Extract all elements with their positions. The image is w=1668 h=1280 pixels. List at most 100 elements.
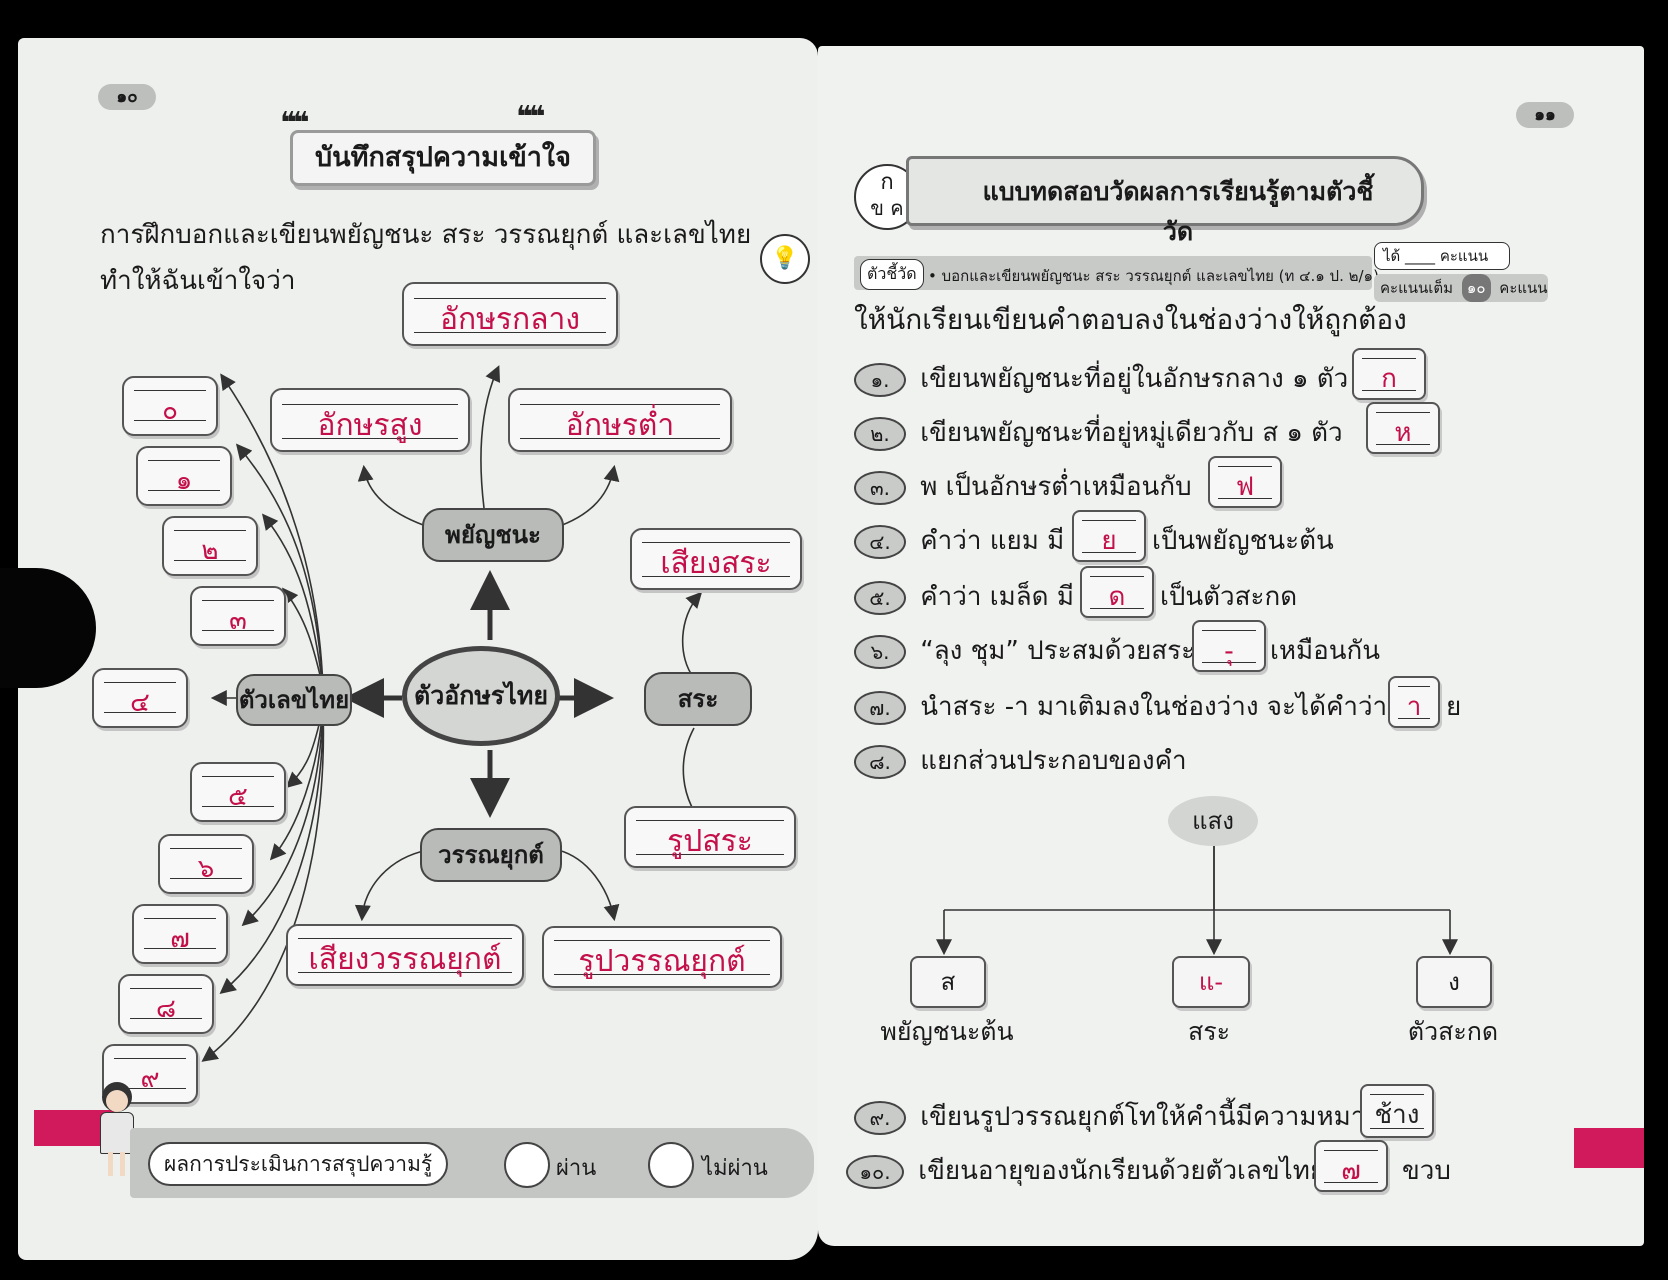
numeral-box-1: ๑: [136, 446, 232, 506]
answer-box-vowel-sound: เสียงสระ: [630, 528, 802, 590]
question-3: ๓. พ เป็นอักษรต่ำเหมือนกับ: [854, 466, 1192, 507]
tone-node: วรรณยุกต์: [420, 828, 562, 882]
test-banner-title: แบบทดสอบวัดผลการเรียนรู้ตามตัวชี้วัด: [982, 177, 1374, 246]
question-4: ๔. คำว่า แยม มี: [854, 520, 1064, 561]
question-7-suffix: ย: [1446, 692, 1462, 722]
question-4-answer-box[interactable]: ย: [1072, 510, 1146, 562]
question-1-text: เขียนพยัญชนะที่อยู่ในอักษรกลาง ๑ ตัว: [920, 364, 1349, 394]
question-3-answer-box[interactable]: ฟ: [1208, 456, 1282, 508]
numeral-box-9: ๙: [102, 1044, 198, 1104]
question-9-number: ๙.: [854, 1100, 906, 1135]
question-1-number: ๑.: [854, 362, 906, 397]
question-7: ๗. นำสระ -า มาเติมลงในช่องว่าง จะได้คำว่…: [854, 686, 1411, 727]
consonant-node: พยัญชนะ: [422, 508, 564, 562]
question-4-text: คำว่า แยม มี: [920, 526, 1065, 556]
pass-label: ผ่าน: [556, 1156, 597, 1181]
tree-label-consonant: พยัญชนะต้น: [880, 1017, 1014, 1046]
tree-word-node: แสง: [1168, 796, 1258, 846]
word-tree-connectors: [936, 846, 1458, 956]
score-full-bar: คะแนนเต็ม ๑๐ คะแนน: [1374, 274, 1548, 302]
answer-box-tone-form: รูปวรรณยุกต์: [542, 926, 782, 988]
indicator-text: • บอกและเขียนพยัญชนะ สระ วรรณยุกต์ และเล…: [928, 267, 1379, 285]
question-10-text: เขียนอายุของนักเรียนด้วยตัวเลขไทย: [918, 1156, 1326, 1186]
question-10-answer-box[interactable]: ๗: [1314, 1140, 1388, 1192]
instruction-text: ให้นักเรียนเขียนคำตอบลงในช่องว่างให้ถูกต…: [854, 303, 1407, 336]
question-9: ๙. เขียนรูปวรรณยุกต์โทให้คำนี้มีความหมาย: [854, 1096, 1381, 1137]
question-8-text: แยกส่วนประกอบของคำ: [920, 746, 1187, 776]
numeral-box-4: ๔: [92, 668, 188, 728]
summary-banner-title: บันทึกสรุปความเข้าใจ: [290, 130, 596, 186]
fail-checkbox[interactable]: [648, 1142, 694, 1188]
numeral-box-5: ๕: [190, 762, 286, 822]
question-6: ๖. “ลุง ชุม” ประสมด้วยสระ: [854, 630, 1195, 671]
question-8: ๘. แยกส่วนประกอบของคำ: [854, 740, 1187, 781]
question-4-suffix: เป็นพยัญชนะต้น: [1152, 526, 1334, 556]
question-4-number: ๔.: [854, 524, 906, 559]
answer-box-low-class: อักษรต่ำ: [508, 388, 732, 452]
vowel-node: สระ: [644, 672, 752, 726]
answer-box-vowel-form: รูปสระ: [624, 806, 796, 868]
evaluation-label: ผลการประเมินการสรุปความรู้: [148, 1142, 449, 1186]
question-6-suffix: เหมือนกัน: [1270, 636, 1381, 666]
numeral-box-6: ๖: [158, 834, 254, 894]
tree-part-vowel[interactable]: แ-: [1172, 956, 1250, 1008]
numeral-box-7: ๗: [132, 904, 228, 964]
question-6-text: “ลุง ชุม” ประสมด้วยสระ: [920, 636, 1196, 666]
right-page-pink-tab: [1574, 1128, 1644, 1168]
lightbulb-icon: 💡: [760, 234, 810, 284]
right-page: ๑๑ ก ข ค แบบทดสอบวัดผลการเรียนรู้ตามตัวช…: [818, 46, 1644, 1246]
score-full-value: ๑๐: [1461, 274, 1491, 302]
question-6-number: ๖.: [854, 634, 906, 669]
question-7-number: ๗.: [854, 690, 906, 725]
question-5-suffix: เป็นตัวสะกด: [1160, 582, 1298, 612]
answer-box-tone-sound: เสียงวรรณยุกต์: [286, 924, 524, 986]
numeral-box-2: ๒: [162, 516, 258, 576]
question-5: ๕. คำว่า เมล็ด มี: [854, 576, 1074, 617]
indicator-bar: [854, 256, 1372, 290]
tree-label-vowel: สระ: [1187, 1017, 1231, 1046]
question-10-number: ๑๐.: [846, 1154, 904, 1189]
numeral-box-0: ๐: [122, 376, 218, 436]
question-8-number: ๘.: [854, 744, 906, 779]
question-10-suffix: ขวบ: [1402, 1156, 1451, 1186]
score-got-box: ได้ ____ คะแนน: [1374, 242, 1510, 270]
pass-checkbox[interactable]: [504, 1142, 550, 1188]
question-7-answer-box[interactable]: า: [1388, 676, 1440, 728]
question-6-answer-box[interactable]: -ุ: [1192, 620, 1266, 672]
thai-letters-center-node: ตัวอักษรไทย: [402, 646, 560, 746]
question-1-answer-box[interactable]: ก: [1352, 348, 1426, 400]
question-2-answer-box[interactable]: ห: [1366, 402, 1440, 454]
question-5-text: คำว่า เมล็ด มี: [920, 582, 1074, 612]
answer-box-high-class: อักษรสูง: [270, 388, 470, 452]
tree-label-final: ตัวสะกด: [1407, 1017, 1499, 1046]
binder-clip: [0, 568, 96, 688]
question-2: ๒. เขียนพยัญชนะที่อยู่หมู่เดียวกับ ส ๑ ต…: [854, 412, 1343, 453]
question-5-number: ๕.: [854, 580, 906, 615]
question-9-answer-box[interactable]: ช้าง: [1360, 1084, 1434, 1138]
question-7-text: นำสระ -า มาเติมลงในช่องว่าง จะได้คำว่า อ: [920, 692, 1412, 722]
numeral-box-8: ๘: [118, 974, 214, 1034]
question-3-number: ๓.: [854, 470, 906, 505]
left-page-number: ๑๐: [98, 84, 156, 110]
left-page: ๑๐ ❛❛❛❛ ❛❛❛❛ บันทึกสรุปความเข้าใจ การฝึก…: [18, 38, 818, 1260]
question-2-number: ๒.: [854, 416, 906, 451]
numeral-node: ตัวเลขไทย: [236, 674, 352, 726]
question-9-text: เขียนรูปวรรณยุกต์โทให้คำนี้มีความหมาย: [920, 1102, 1381, 1132]
score-full-label: คะแนนเต็ม: [1380, 279, 1454, 297]
answer-box-middle-class: อักษรกลาง: [402, 282, 618, 346]
scroll-banner: [906, 156, 1424, 226]
quote-marks-right-icon: ❛❛❛❛: [516, 100, 546, 135]
intro-line-1: การฝึกบอกและเขียนพยัญชนะ สระ วรรณยุกต์ แ…: [100, 220, 752, 250]
indicator-label: ตัวชี้วัด: [860, 259, 924, 290]
tree-part-final: ง: [1416, 956, 1492, 1008]
score-unit: คะแนน: [1499, 279, 1548, 297]
question-10: ๑๐. เขียนอายุของนักเรียนด้วยตัวเลขไทย: [846, 1150, 1325, 1191]
question-2-text: เขียนพยัญชนะที่อยู่หมู่เดียวกับ ส ๑ ตัว: [920, 418, 1343, 448]
question-3-text: พ เป็นอักษรต่ำเหมือนกับ: [920, 472, 1192, 502]
numeral-box-3: ๓: [190, 586, 286, 646]
tree-part-consonant: ส: [910, 956, 986, 1008]
fail-label: ไม่ผ่าน: [702, 1156, 768, 1181]
right-page-number: ๑๑: [1516, 102, 1574, 128]
question-1: ๑. เขียนพยัญชนะที่อยู่ในอักษรกลาง ๑ ตัว: [854, 358, 1348, 399]
question-5-answer-box[interactable]: ด: [1080, 566, 1154, 618]
